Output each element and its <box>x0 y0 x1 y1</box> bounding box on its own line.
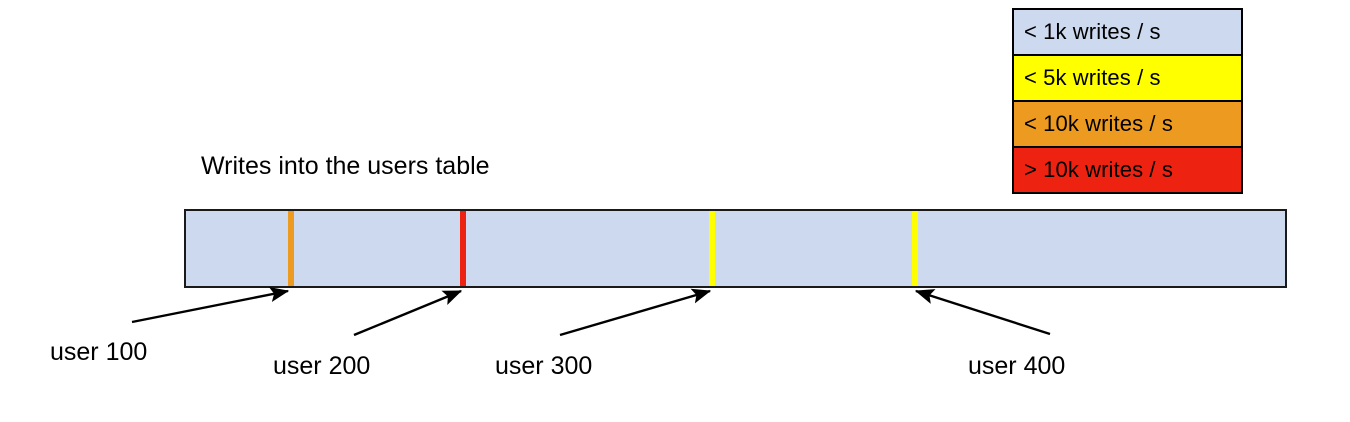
legend: < 1k writes / s < 5k writes / s < 10k writ… <box>1012 8 1243 194</box>
users-table-bar <box>184 209 1287 288</box>
user-300-stripe <box>709 211 715 286</box>
bar-base-fill <box>186 211 1285 286</box>
user-300-arrow <box>559 288 712 337</box>
legend-label: > 10k writes / s <box>1024 157 1173 182</box>
user-200-label: user 200 <box>273 352 371 380</box>
page-title: Writes into the users table <box>201 152 490 180</box>
legend-row-3: > 10k writes / s <box>1014 148 1241 192</box>
user-100-arrow <box>131 286 290 324</box>
user-400-label: user 400 <box>968 352 1066 380</box>
legend-row-0: < 1k writes / s <box>1014 10 1241 56</box>
user-400-arrow <box>914 289 1051 336</box>
user-200-arrow <box>353 289 463 337</box>
legend-row-1: < 5k writes / s <box>1014 56 1241 102</box>
user-400-stripe <box>912 211 918 286</box>
user-100-label: user 100 <box>50 338 148 366</box>
user-100-stripe <box>288 211 294 286</box>
user-300-label: user 300 <box>495 352 593 380</box>
legend-label: < 10k writes / s <box>1024 111 1173 136</box>
user-200-stripe <box>460 211 466 286</box>
legend-label: < 1k writes / s <box>1024 19 1161 44</box>
legend-label: < 5k writes / s <box>1024 65 1161 90</box>
arrow-group <box>131 286 1051 337</box>
legend-row-2: < 10k writes / s <box>1014 102 1241 148</box>
